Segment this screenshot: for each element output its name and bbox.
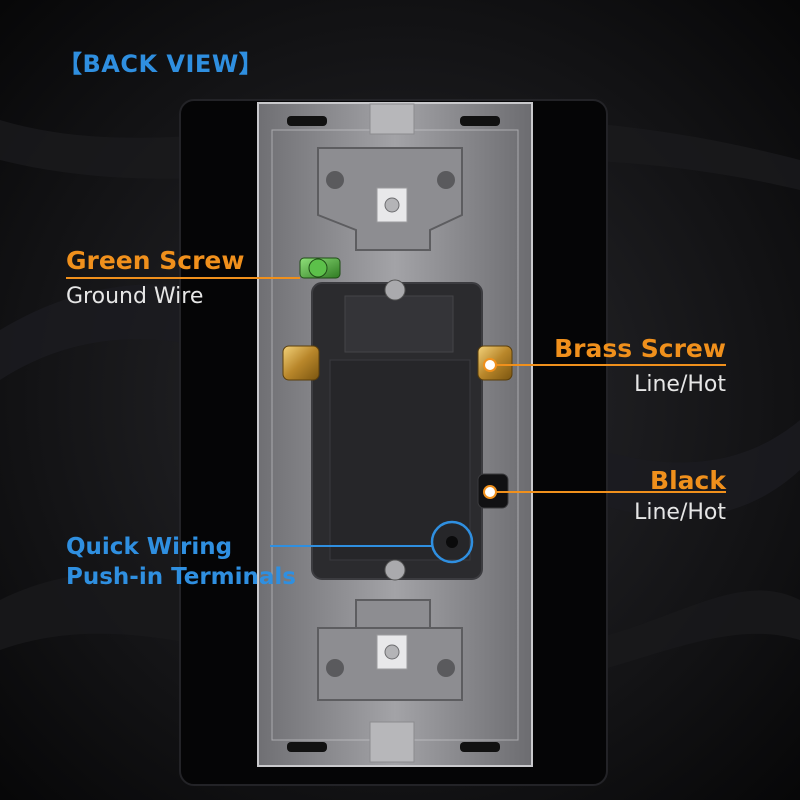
black-screw xyxy=(477,473,509,509)
frame-tab xyxy=(369,721,415,763)
brass-screw-subtext: Line/Hot xyxy=(634,372,726,397)
strap-hole xyxy=(437,659,455,677)
quick-wiring-heading: Quick Wiring xyxy=(66,534,233,560)
black-heading: Black xyxy=(650,466,726,495)
strap-hole xyxy=(326,659,344,677)
green-screw-subtext: Ground Wire xyxy=(66,284,204,309)
black-subtext: Line/Hot xyxy=(634,500,726,525)
frame-slot xyxy=(287,116,327,126)
frame-slot xyxy=(460,742,500,752)
mounting-screw-top-head xyxy=(384,197,400,213)
push-in-terminal xyxy=(446,536,458,548)
brass-screw-heading: Brass Screw xyxy=(554,334,726,363)
push-in-terminal-highlight xyxy=(430,520,474,564)
strap-hole xyxy=(437,171,455,189)
switch-housing-top xyxy=(344,295,454,353)
brass-screw-left xyxy=(282,345,320,381)
frame-slot xyxy=(287,742,327,752)
quick-wiring-subtext: Push-in Terminals xyxy=(66,564,296,590)
mounting-screw-top xyxy=(376,187,408,223)
brass-screw xyxy=(477,345,513,381)
green-screw xyxy=(299,257,341,279)
housing-screw-top xyxy=(384,279,406,301)
frame-slot xyxy=(460,116,500,126)
mounting-screw-bottom-head xyxy=(384,644,400,660)
housing-screw-bottom xyxy=(384,559,406,581)
frame-tab xyxy=(369,103,415,135)
green-screw-heading: Green Screw xyxy=(66,246,245,275)
page-title: 【BACK VIEW】 xyxy=(58,50,264,78)
strap-hole xyxy=(326,171,344,189)
switch-housing-panel xyxy=(329,359,471,561)
